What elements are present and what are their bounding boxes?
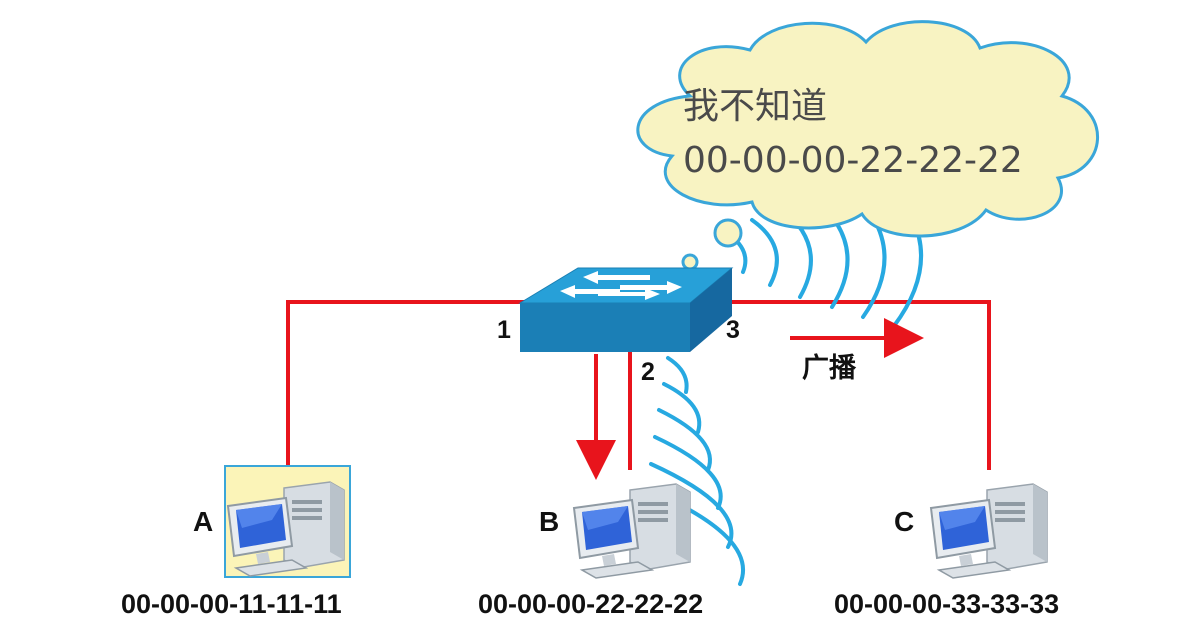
host-name-a: A [193, 506, 213, 537]
network-links [286, 300, 991, 470]
link-a [286, 300, 528, 470]
host-name-b: B [539, 506, 559, 537]
broadcast-label: 广播 [802, 353, 857, 384]
cloud-shape [636, 20, 1100, 238]
mac-label-b: 00-00-00-22-22-22 [478, 589, 703, 619]
switch-side-face [690, 268, 732, 352]
switch-icon [518, 267, 734, 352]
computer-icon [573, 483, 691, 579]
computer-icon [930, 483, 1048, 579]
mac-label-a: 00-00-00-11-11-11 [121, 589, 342, 619]
thought-cloud: 我不知道 00-00-00-22-22-22 [636, 20, 1100, 271]
wave-arc [750, 218, 779, 287]
switch-front-face [520, 303, 690, 352]
port-label-1: 1 [497, 316, 511, 344]
wave-arc [649, 462, 734, 549]
link-c [728, 300, 991, 470]
port-label-3: 3 [726, 316, 740, 344]
host-name-c: C [894, 506, 914, 537]
wave-arc [662, 382, 702, 434]
host-b: B 00-00-00-22-22-22 [478, 483, 703, 619]
host-a: A 00-00-00-11-11-11 [121, 465, 351, 619]
wave-arc [653, 435, 723, 510]
wave-arc [657, 408, 712, 472]
wave-arc [666, 356, 689, 394]
host-c: C 00-00-00-33-33-33 [834, 483, 1059, 619]
port-label-2: 2 [641, 358, 655, 386]
switch-arrows-icon [560, 271, 682, 300]
cloud-text-line2: 00-00-00-22-22-22 [683, 140, 1023, 181]
cloud-bubble-small [681, 253, 699, 271]
cloud-text-line1: 我不知道 [683, 86, 827, 127]
mac-label-c: 00-00-00-33-33-33 [834, 589, 1059, 619]
cloud-bubble-large [713, 218, 743, 248]
